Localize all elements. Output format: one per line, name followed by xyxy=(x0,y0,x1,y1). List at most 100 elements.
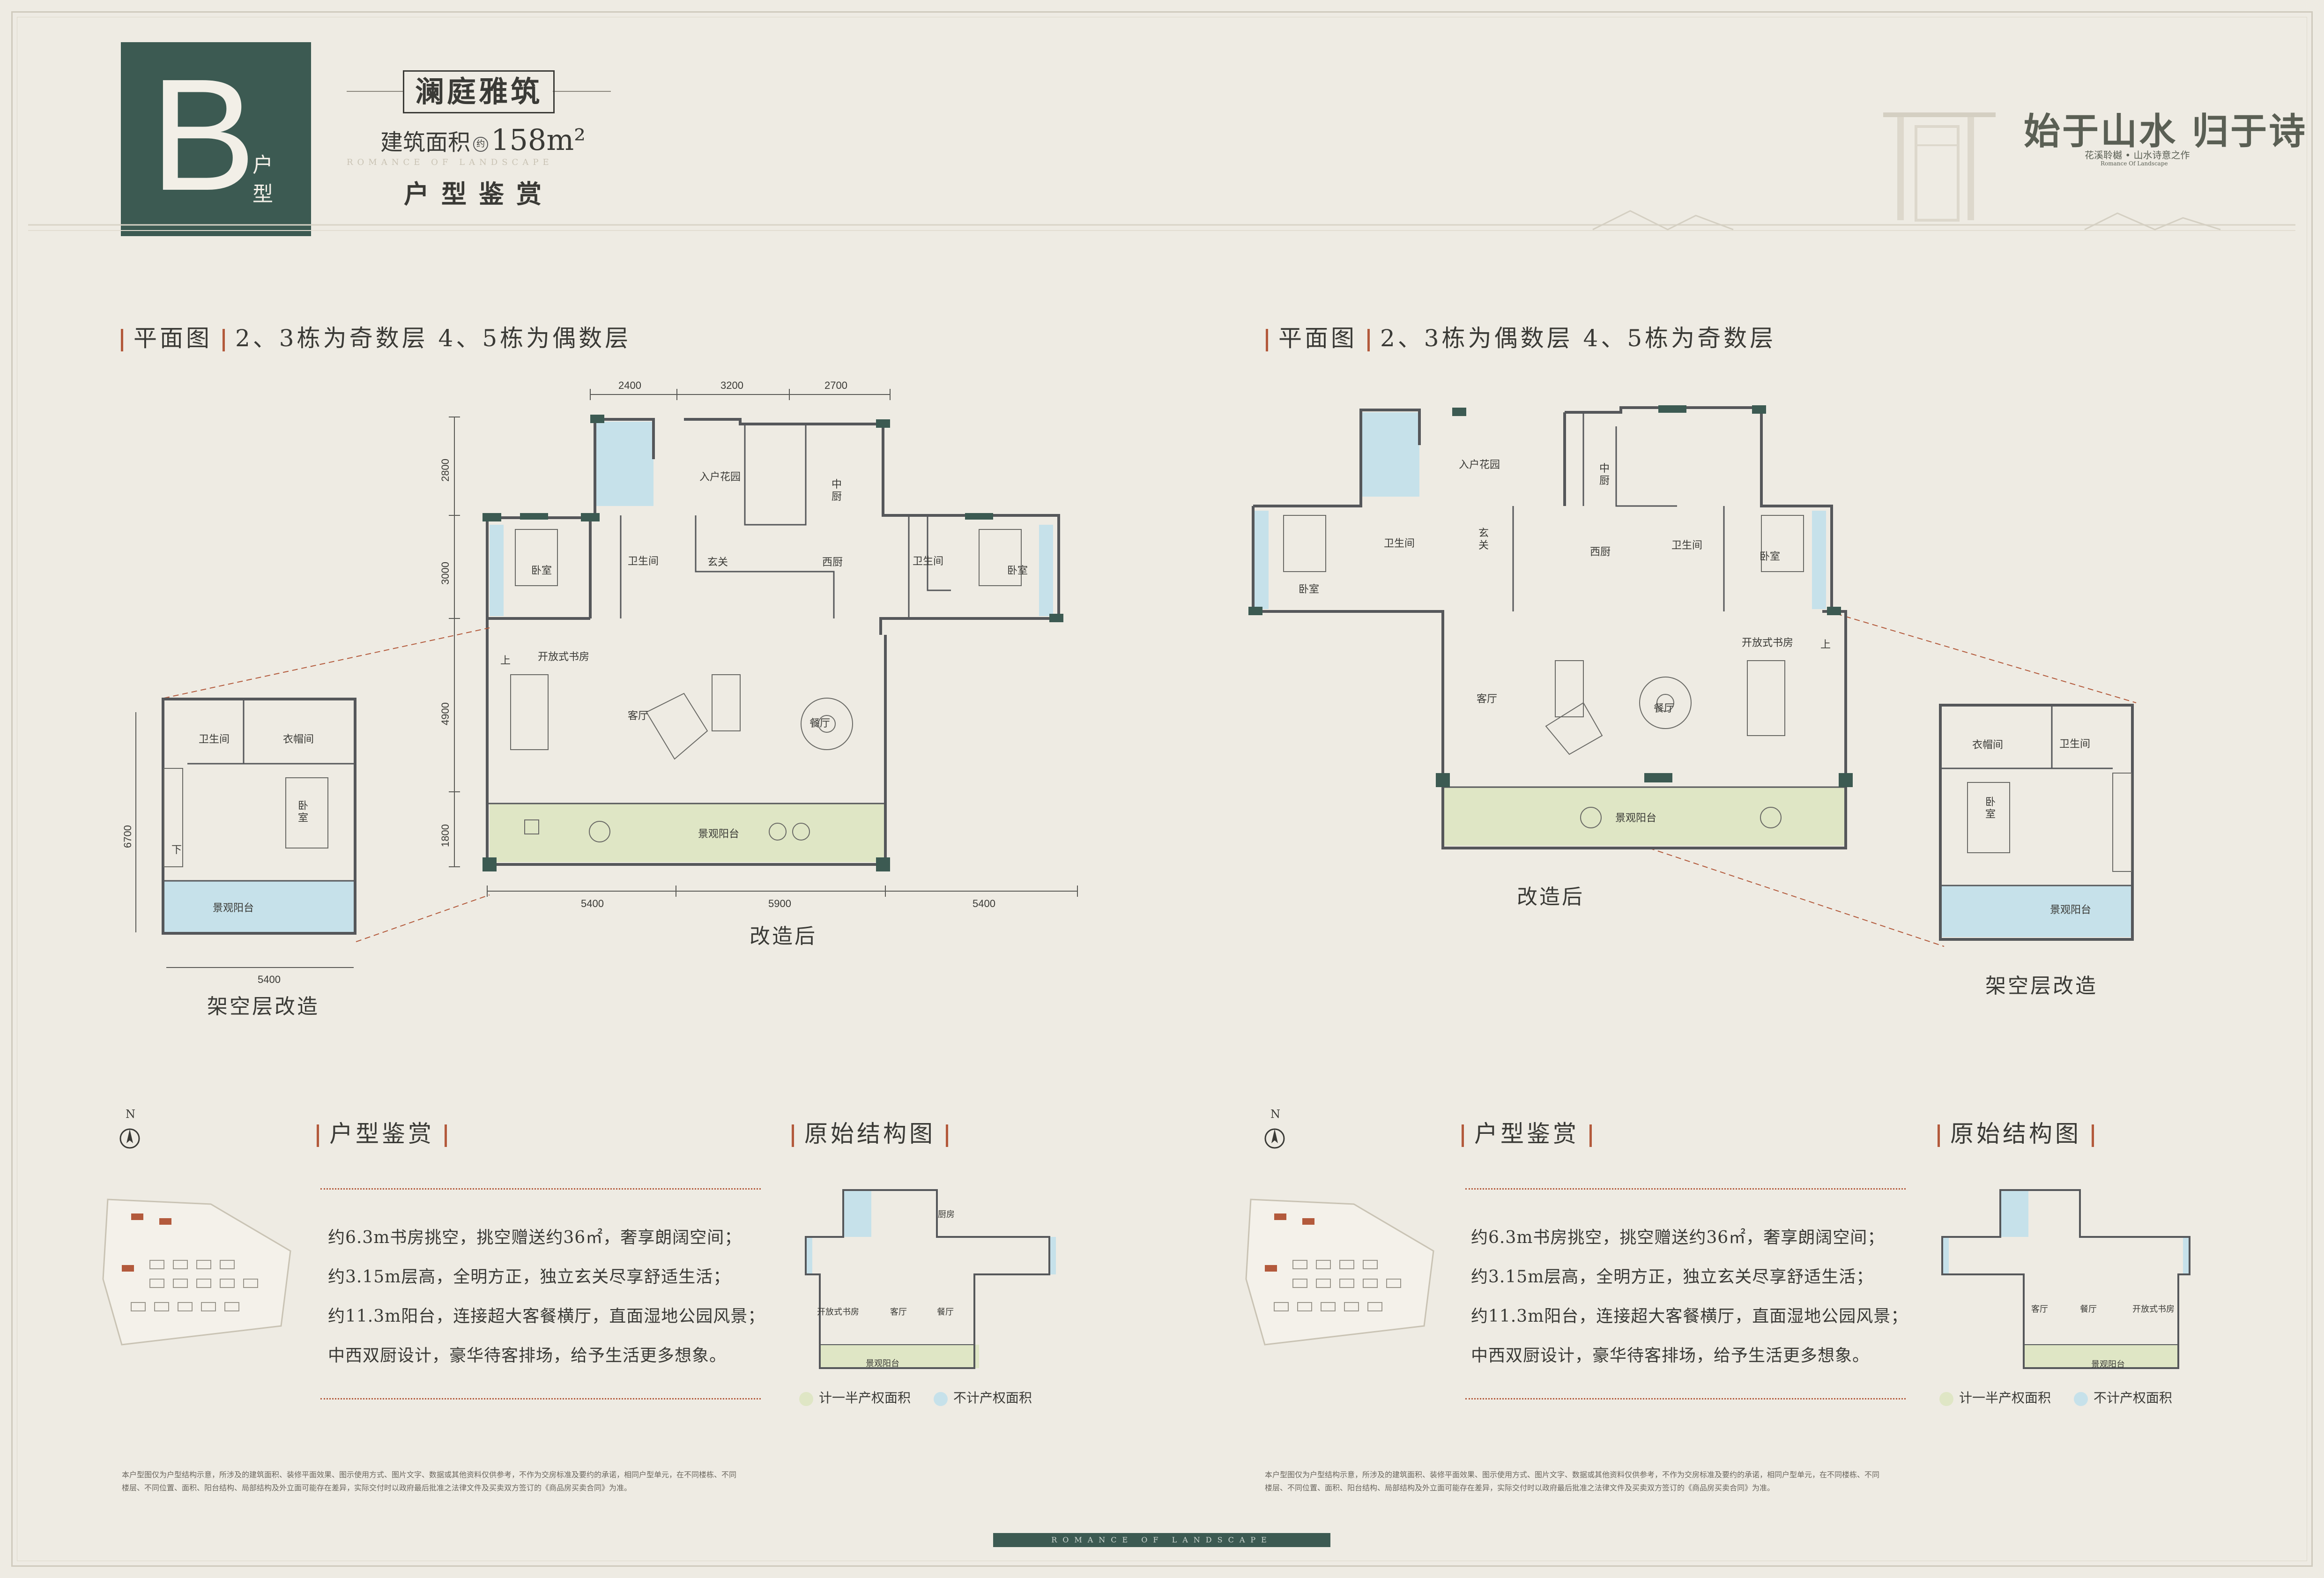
compass-icon xyxy=(119,1128,140,1149)
brand-name: 始于山水 归于诗 xyxy=(2024,110,2308,153)
room-bed-1: 卧室 xyxy=(531,565,552,577)
legend-half-swatch xyxy=(1939,1392,1953,1406)
r-orig-dining: 餐厅 xyxy=(2080,1304,2097,1314)
disclaimer-right: 本户型图仅为户型结构示意，所涉及的建筑面积、装修平面效果、图示使用方式、图片文字… xyxy=(1265,1470,1880,1492)
footer-band: ROMANCE OF LANDSCAPE xyxy=(993,1533,1330,1547)
en-subtitle: ROMANCE OF LANDSCAPE xyxy=(347,157,553,167)
r-side-closet: 衣帽间 xyxy=(1972,739,2004,751)
dim-top-2: 3200 xyxy=(720,380,743,391)
type-badge: B 户型 xyxy=(121,42,311,236)
dim-left-1: 2800 xyxy=(440,459,451,482)
brand-sub: 花溪聆樾 • 山水诗意之作 xyxy=(2085,149,2190,161)
right-plan-heading-a: 平面图 xyxy=(1278,325,1357,352)
r-room-balcony: 景观阳台 xyxy=(1615,812,1657,824)
heading-bar xyxy=(1266,329,1268,351)
r-side-bed: 卧室 xyxy=(1985,796,1996,820)
area-value: 158m² xyxy=(491,123,586,157)
appraisal-rule-bottom xyxy=(320,1398,761,1399)
room-bed-2: 卧室 xyxy=(1007,565,1028,577)
orig-study: 开放式书房 xyxy=(817,1307,859,1317)
legend-out: 不计产权面积 xyxy=(2093,1390,2172,1406)
heading-bar xyxy=(1938,1124,1940,1147)
heading-bar xyxy=(317,1124,319,1147)
dim-side-h: 5400 xyxy=(258,974,281,985)
room-kitchen-cn: 中厨 xyxy=(832,479,842,503)
room-study: 开放式书房 xyxy=(538,651,590,663)
original-heading-text: 原始结构图 xyxy=(1950,1120,2081,1147)
badge-letter: B xyxy=(150,46,256,224)
title-rule-left xyxy=(347,91,403,92)
dim-top-1: 2400 xyxy=(618,380,641,391)
dim-left-3: 4900 xyxy=(440,702,451,725)
original-plan-right xyxy=(1941,1189,2190,1369)
right-caption-side: 架空层改造 xyxy=(1985,974,2098,998)
original-plan-left xyxy=(805,1189,1056,1369)
dim-left-4: 1800 xyxy=(440,824,451,847)
badge-sub: 户型 xyxy=(252,153,273,206)
dim-bottom-3: 5400 xyxy=(973,898,995,909)
orig-living: 客厅 xyxy=(890,1307,907,1317)
heading-bar xyxy=(1462,1124,1464,1147)
site-plan-right xyxy=(1245,1198,1434,1346)
room-garden: 入户花园 xyxy=(699,471,741,483)
appraisal-line: 约3.15m层高，全明方正，独立玄关尽享舒适生活； xyxy=(1471,1267,1874,1287)
appraisal-line: 中西双厨设计，豪华待客排场，给予生活更多想象。 xyxy=(1471,1346,1870,1365)
heading-bar xyxy=(121,329,123,351)
compass-label: N xyxy=(1270,1108,1280,1121)
disclaimer-left: 本户型图仅为户型结构示意，所涉及的建筑面积、装修平面效果、图示使用方式、图片文字… xyxy=(122,1470,737,1492)
appraisal-heading-left: 户型鉴赏 xyxy=(317,1115,457,1149)
appraisal-line: 约3.15m层高，全明方正，独立玄关尽享舒适生活； xyxy=(328,1267,731,1287)
r-room-bed-2: 卧室 xyxy=(1760,551,1781,563)
legend-out-swatch xyxy=(933,1392,948,1406)
heading-bar xyxy=(2092,1124,2094,1147)
brand-en: Romance Of Landscape xyxy=(2101,160,2168,167)
dim-bottom-2: 5900 xyxy=(768,898,791,909)
orig-dining: 餐厅 xyxy=(937,1307,954,1317)
appraisal-line: 约11.3m阳台，连接超大客餐横厅，直面湿地公园风景； xyxy=(1471,1307,1908,1326)
r-room-bed-1: 卧室 xyxy=(1299,584,1320,595)
r-room-garden: 入户花园 xyxy=(1459,459,1500,471)
r-room-study: 开放式书房 xyxy=(1742,637,1794,649)
site-plan-left xyxy=(102,1198,291,1346)
appraisal-heading-text: 户型鉴赏 xyxy=(329,1120,434,1147)
left-plan-heading-b: 2、3栋为奇数层 4、5栋为偶数层 xyxy=(235,325,631,352)
heading-bar xyxy=(1367,329,1370,351)
appraisal-list-left: 约6.3m书房挑空，挑空赠送约36㎡，奢享朗阔空间； 约3.15m层高，全明方正… xyxy=(328,1218,765,1376)
legend-half: 计一半产权面积 xyxy=(1959,1390,2051,1406)
dim-left-2: 3000 xyxy=(440,562,451,585)
right-main-plan xyxy=(1248,405,1853,849)
legend-out: 不计产权面积 xyxy=(953,1390,1032,1406)
room-balcony: 景观阳台 xyxy=(698,828,740,840)
r-orig-study: 开放式书房 xyxy=(2132,1304,2175,1314)
r-stairs-up: 上 xyxy=(1820,639,1831,651)
right-side-plan xyxy=(1939,704,2134,941)
heading-bar xyxy=(223,329,225,351)
stairs-up: 上 xyxy=(500,655,511,667)
room-bath-2: 卫生间 xyxy=(913,556,944,567)
legend-half-swatch xyxy=(799,1392,813,1406)
legend-left: 计一半产权面积 不计产权面积 xyxy=(799,1388,1032,1407)
room-living: 客厅 xyxy=(628,710,649,722)
appraisal-line: 约11.3m阳台，连接超大客餐横厅，直面湿地公园风景； xyxy=(328,1307,765,1326)
legend-right: 计一半产权面积 不计产权面积 xyxy=(1939,1388,2172,1407)
legend-half: 计一半产权面积 xyxy=(819,1390,911,1406)
right-caption-main: 改造后 xyxy=(1517,885,1584,909)
dim-top-3: 2700 xyxy=(824,380,847,391)
r-room-west-kitchen: 西厨 xyxy=(1590,546,1611,558)
appraisal-rule-top xyxy=(320,1188,761,1190)
left-caption-main: 改造后 xyxy=(750,924,817,948)
unit-title: 澜庭雅筑 xyxy=(403,70,555,113)
dim-bottom-1: 5400 xyxy=(581,898,604,909)
appraisal-heading-right: 户型鉴赏 xyxy=(1462,1115,1602,1149)
original-heading-right: 原始结构图 xyxy=(1938,1115,2104,1149)
left-main-plan: 2400 3200 2700 2800 3000 4900 1800 5400 … xyxy=(440,380,1078,909)
appraisal-line: 约6.3m书房挑空，挑空赠送约36㎡，奢享朗阔空间； xyxy=(1471,1228,1885,1247)
subtitle: 户型鉴赏 xyxy=(404,179,554,209)
side-closet: 衣帽间 xyxy=(283,734,314,745)
side-bed: 卧室 xyxy=(298,800,309,824)
left-caption-side: 架空层改造 xyxy=(207,995,319,1019)
title-rule-right xyxy=(553,91,611,92)
